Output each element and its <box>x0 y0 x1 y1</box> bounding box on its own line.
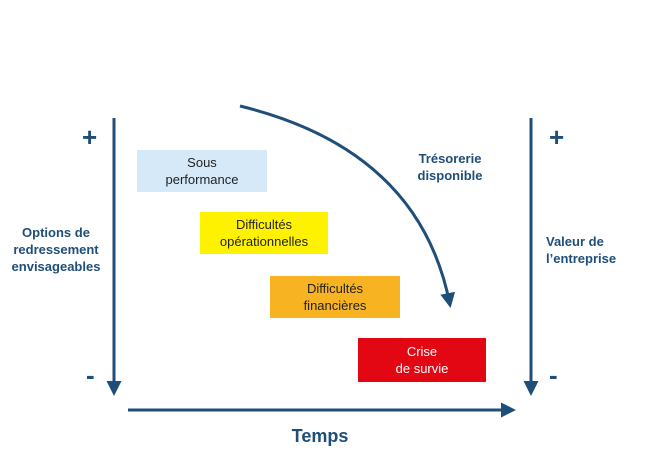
cash-curve-label-line: Trésorerie <box>418 151 482 166</box>
left-axis-label: Options de redressement envisageables <box>4 224 108 275</box>
stage-box-under-performance: Sous performance <box>137 150 267 192</box>
stage-label-line: Difficultés <box>306 281 364 296</box>
right-axis-label-line: l’entreprise <box>546 251 617 266</box>
right-axis-plus-sign: + <box>549 122 565 152</box>
right-axis-minus-sign: - <box>549 360 558 390</box>
stage-label-line: de survie <box>395 361 449 376</box>
stage-label-line: Crise <box>406 344 438 359</box>
left-axis-label-line: envisageables <box>11 259 101 274</box>
left-axis-label-line: redressement <box>13 242 99 257</box>
cash-curve-label: Trésorerie disponible <box>400 150 500 184</box>
stage-box-financial-difficulties: Difficultés financières <box>270 276 400 318</box>
stage-label-line: performance <box>165 172 239 187</box>
left-axis-minus-sign: - <box>86 360 95 390</box>
right-axis-label-line: Valeur de <box>546 234 604 249</box>
right-axis-label: Valeur de l’entreprise <box>546 233 642 267</box>
cash-curve-arrow <box>239 104 456 308</box>
left-axis-plus-sign: + <box>82 122 98 152</box>
left-axis-label-line: Options de <box>22 225 90 240</box>
stage-label-line: Difficultés <box>235 217 293 232</box>
stage-label-line: financières <box>303 298 367 313</box>
time-axis-label: Temps <box>291 426 349 446</box>
cash-curve-label-line: disponible <box>417 168 483 183</box>
stage-label-line: opérationnelles <box>219 234 309 249</box>
stage-box-operational-difficulties: Difficultés opérationnelles <box>200 212 328 254</box>
stage-label-line: Sous <box>187 155 217 170</box>
stage-box-survival-crisis: Crise de survie <box>358 338 486 382</box>
